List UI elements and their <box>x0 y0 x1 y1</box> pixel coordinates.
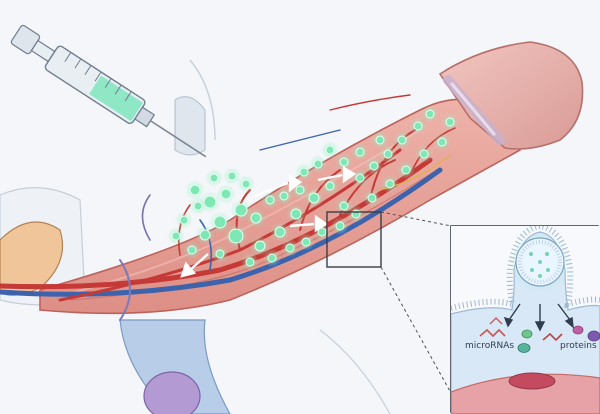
extracellular-vesicle <box>317 227 327 237</box>
extracellular-vesicle <box>351 209 361 219</box>
syringe-icon <box>10 24 207 158</box>
extracellular-vesicle <box>375 135 385 145</box>
extracellular-vesicle <box>285 243 295 253</box>
extracellular-vesicle <box>397 135 407 145</box>
microrna-label: microRNAs <box>465 341 515 351</box>
extracellular-vesicle <box>299 167 309 177</box>
extracellular-vesicle <box>295 185 305 195</box>
extracellular-vesicle <box>339 157 349 167</box>
extracellular-vesicle <box>171 231 181 241</box>
protein-icon <box>521 329 533 339</box>
extracellular-vesicle <box>325 181 335 191</box>
extracellular-vesicle <box>213 215 227 229</box>
extracellular-vesicle <box>274 226 286 238</box>
microrna-icon <box>479 328 506 338</box>
extracellular-vesicle <box>189 184 201 196</box>
testis-shape <box>143 371 201 414</box>
extracellular-vesicle <box>265 195 275 205</box>
extracellular-vesicle <box>215 249 225 259</box>
magnification-indicator <box>326 211 452 394</box>
extracellular-vesicle <box>425 109 435 119</box>
extracellular-vesicle <box>369 161 379 171</box>
extracellular-vesicle <box>335 221 345 231</box>
extracellular-vesicle <box>245 257 255 267</box>
glans <box>438 41 584 150</box>
extracellular-vesicle <box>228 228 244 244</box>
flow-arrows <box>180 165 357 278</box>
extracellular-vesicle <box>241 179 251 189</box>
extracellular-vesicle <box>308 192 320 204</box>
extracellular-vesicle <box>301 237 311 247</box>
extracellular-vesicle <box>254 240 266 252</box>
extracellular-vesicle <box>267 253 277 263</box>
extracellular-vesicle <box>383 149 393 159</box>
extracellular-vesicle <box>290 208 302 220</box>
proteins-label: proteins <box>560 341 597 351</box>
extracellular-vesicle <box>199 229 211 241</box>
extracellular-vesicle <box>355 173 365 183</box>
extracellular-vesicle <box>413 121 423 131</box>
extracellular-vesicle <box>193 201 203 211</box>
extracellular-vesicle <box>339 201 349 211</box>
extracellular-vesicle <box>250 212 262 224</box>
extracellular-vesicle <box>234 203 248 217</box>
extracellular-vesicle <box>437 137 447 147</box>
extracellular-vesicle <box>401 165 411 175</box>
extracellular-vesicle <box>385 179 395 189</box>
extracellular-vesicle <box>220 188 232 200</box>
inset-panel <box>450 225 600 414</box>
vesicle-cloud <box>167 105 459 271</box>
extracellular-vesicle <box>179 215 189 225</box>
extracellular-vesicle <box>419 149 429 159</box>
extracellular-vesicle <box>227 171 237 181</box>
extracellular-vesicle <box>325 145 335 155</box>
extracellular-vesicle <box>279 191 289 201</box>
extracellular-vesicle <box>187 245 197 255</box>
extracellular-vesicle <box>355 147 365 157</box>
extracellular-vesicle <box>313 159 323 169</box>
extracellular-vesicle <box>209 173 219 183</box>
extracellular-vesicle <box>367 193 377 203</box>
urethra-shape <box>119 319 231 414</box>
extracellular-vesicle <box>445 117 455 127</box>
